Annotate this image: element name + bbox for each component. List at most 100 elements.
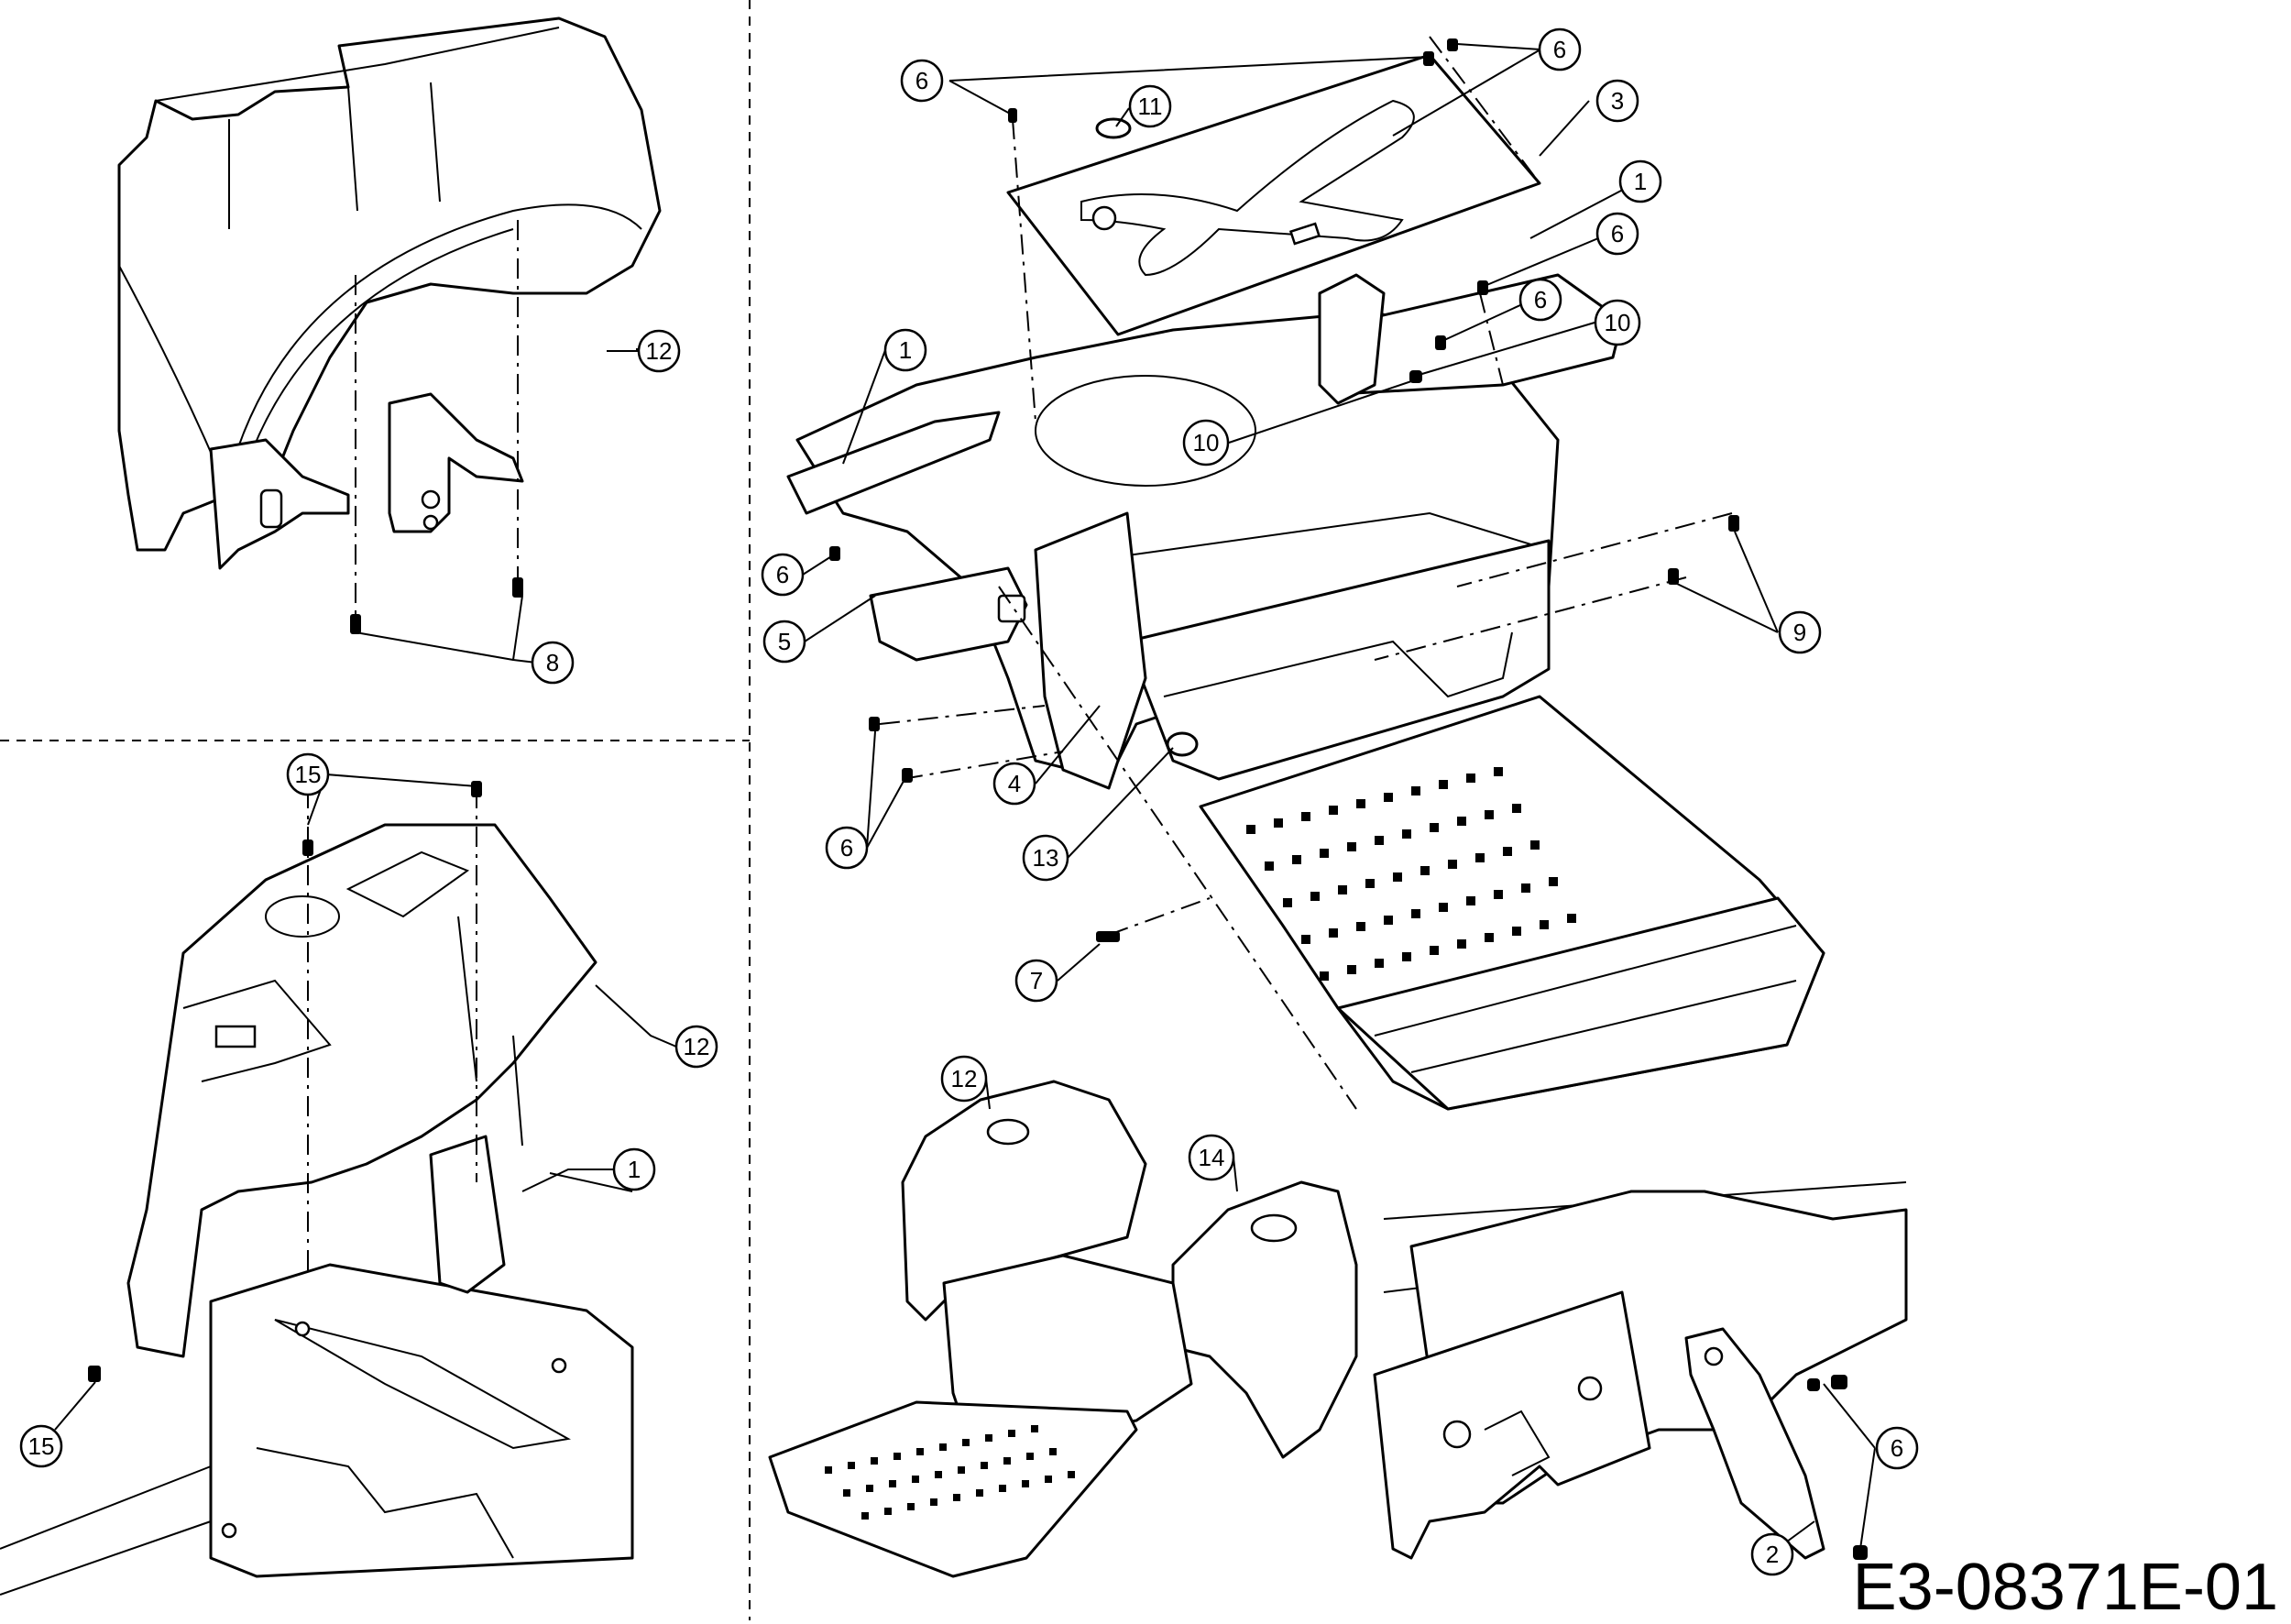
assembly-line <box>1429 36 1540 184</box>
screw-8 <box>512 577 523 598</box>
callout-6: 6 <box>761 553 805 597</box>
bracket-detail-view <box>1373 1181 1908 1560</box>
callout-13: 13 <box>1022 834 1069 882</box>
detail-mount-bracket <box>1373 1290 1651 1560</box>
front-bracket-5 <box>869 566 1028 662</box>
leader-lines <box>54 43 1876 1555</box>
screw-15 <box>88 1366 101 1382</box>
callout-3: 3 <box>1595 79 1639 123</box>
bracket-slot <box>997 594 1026 623</box>
top-plate-hole <box>1091 205 1117 231</box>
console-cupholder <box>265 895 341 938</box>
part-2-bracket <box>1684 1327 1825 1560</box>
battery-box <box>1125 539 1551 781</box>
bracket-hole <box>421 489 441 510</box>
assembly-line <box>879 705 1046 725</box>
plate-hole <box>294 1321 311 1337</box>
callout-2: 2 <box>1750 1532 1794 1576</box>
callout-6: 6 <box>900 59 944 103</box>
svg-text:12: 12 <box>684 1033 710 1060</box>
svg-text:14: 14 <box>1199 1144 1225 1171</box>
overview-cupholder <box>1250 1213 1298 1243</box>
fender-arch <box>224 203 642 496</box>
rear-support <box>429 1135 506 1294</box>
svg-text:10: 10 <box>1605 309 1631 336</box>
fender-arch-inner <box>242 228 514 477</box>
callout-12: 12 <box>940 1055 988 1103</box>
screw-6 <box>1447 38 1458 51</box>
assembly-line <box>1374 576 1687 661</box>
svg-text:6: 6 <box>1891 1434 1903 1462</box>
figure-code: E3-08371E-01 <box>1852 1551 2278 1624</box>
assembly-line <box>1108 897 1211 936</box>
main-frame-view <box>786 36 1825 1111</box>
panel-4 <box>1034 511 1147 790</box>
svg-text:15: 15 <box>28 1432 55 1460</box>
rear-bracket <box>1318 273 1386 405</box>
callout-bubbles: 12 8 15 12 1 15 6 1 1 <box>19 27 1919 1576</box>
console-display <box>214 1025 257 1048</box>
nut-6 <box>1853 1545 1868 1560</box>
nut-6 <box>1807 1378 1820 1391</box>
floor-plate <box>209 1263 634 1578</box>
svg-text:12: 12 <box>951 1065 978 1092</box>
screw-6 <box>1423 51 1434 66</box>
chassis-rail <box>0 1172 633 1596</box>
screw-15 <box>471 781 482 797</box>
svg-text:4: 4 <box>1008 770 1021 797</box>
callout-12: 12 <box>637 329 681 373</box>
callout-6: 6 <box>1595 212 1639 256</box>
overview-fender-14 <box>1171 1180 1358 1459</box>
callout-4: 4 <box>992 762 1036 806</box>
svg-text:6: 6 <box>776 561 789 588</box>
bolt-7 <box>1096 931 1120 942</box>
callout-6: 6 <box>1538 27 1582 71</box>
overview-console-12 <box>901 1080 1147 1322</box>
fender-bracket <box>388 392 524 533</box>
callout-12: 12 <box>674 1025 718 1069</box>
frame-crossmember <box>1035 511 1550 569</box>
nut-6 <box>1831 1375 1847 1389</box>
svg-text:12: 12 <box>646 337 673 365</box>
floor-plate-slot <box>274 1319 571 1450</box>
screw-9 <box>1728 515 1739 532</box>
svg-text:6: 6 <box>915 67 928 94</box>
svg-text:6: 6 <box>1534 286 1547 313</box>
assembly-line <box>998 586 1357 1110</box>
fender-slot <box>259 488 283 529</box>
screw-8 <box>350 614 361 634</box>
screw-6 <box>1435 335 1446 350</box>
assembled-overview <box>768 1080 1358 1578</box>
svg-text:3: 3 <box>1611 87 1624 115</box>
screw-6 <box>869 717 880 731</box>
console-tray <box>345 850 470 918</box>
floor-plate-cutout <box>256 1447 514 1559</box>
console-body <box>126 823 597 1358</box>
detail-hole <box>1442 1420 1472 1449</box>
callout-15: 15 <box>286 752 330 796</box>
callout-6: 6 <box>825 826 869 870</box>
console-detail-view <box>0 781 634 1596</box>
svg-text:8: 8 <box>546 649 559 676</box>
top-plate-x-slot <box>1080 99 1415 277</box>
callout-10: 10 <box>1594 299 1641 346</box>
assembly-line <box>902 751 1064 780</box>
grommet-13 <box>1166 731 1199 757</box>
assembly-line <box>1012 118 1036 422</box>
side-rail-left <box>786 411 1001 515</box>
svg-text:1: 1 <box>899 336 912 364</box>
overview-frame <box>942 1254 1193 1450</box>
svg-text:7: 7 <box>1030 967 1043 994</box>
svg-text:1: 1 <box>628 1156 641 1183</box>
callout-6: 6 <box>1875 1426 1919 1470</box>
callout-1: 1 <box>1618 159 1662 203</box>
top-plate-slot <box>1288 222 1321 246</box>
battery-box-cutout <box>1163 631 1513 698</box>
overview-cupholder <box>986 1118 1030 1146</box>
assembly-line <box>1479 292 1504 386</box>
svg-text:9: 9 <box>1793 619 1806 646</box>
assembly-line <box>1456 512 1733 587</box>
console-face <box>182 979 332 1082</box>
fender-step <box>228 82 441 229</box>
